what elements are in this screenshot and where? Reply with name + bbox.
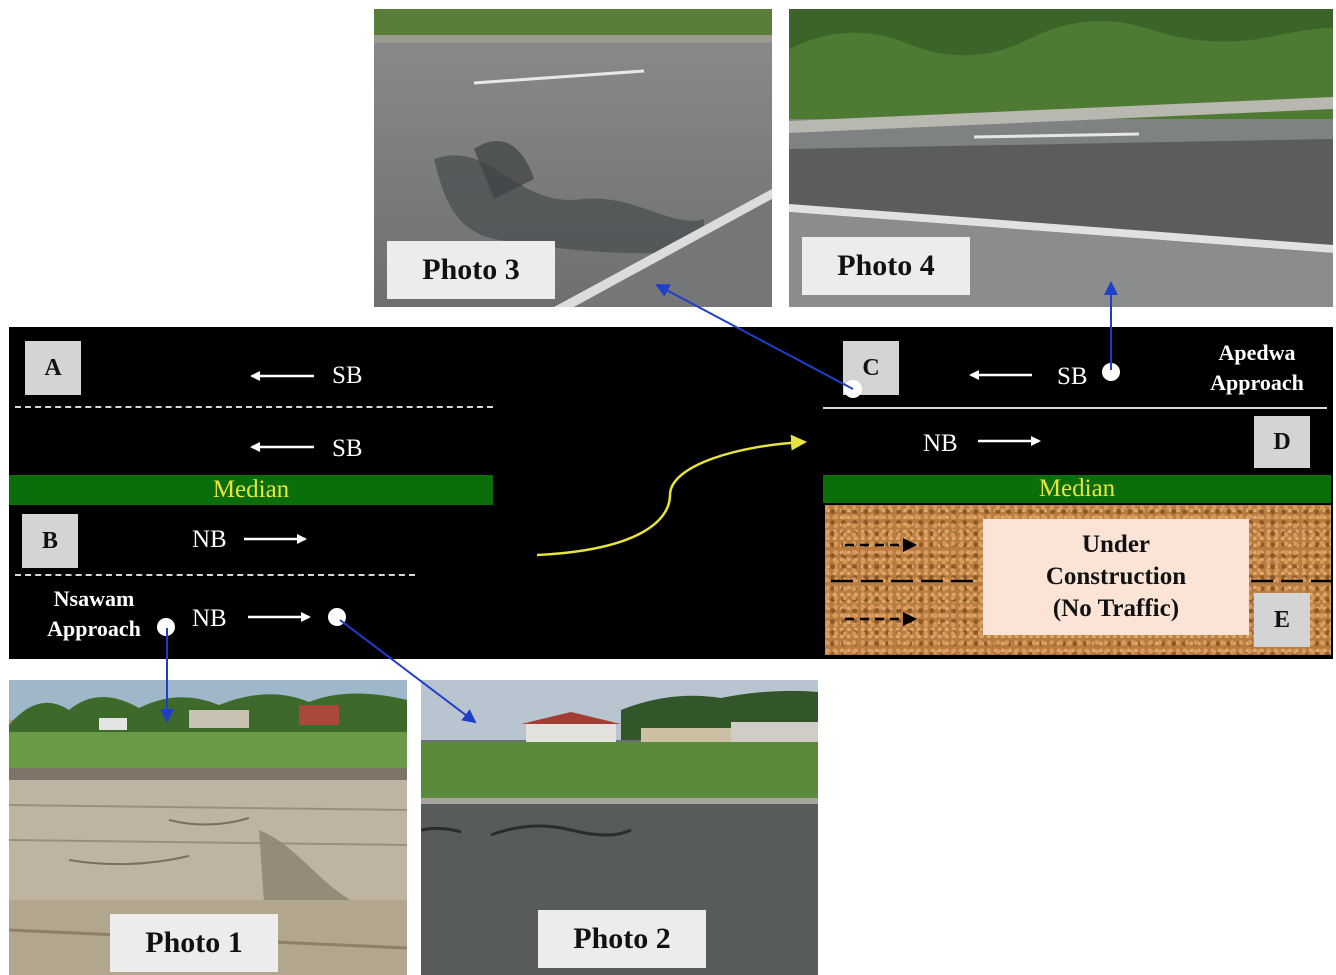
construction-line-2: Construction bbox=[1045, 563, 1187, 590]
left-nb-lane-2-label: NB bbox=[192, 605, 227, 632]
left-nb-lane-1-label: NB bbox=[192, 526, 227, 553]
photo-2-location-point bbox=[328, 608, 346, 626]
photo-3: Photo 3 bbox=[374, 9, 772, 307]
nsawam-approach-line-2: Approach bbox=[47, 616, 141, 641]
photo-3-label: Photo 3 bbox=[387, 241, 555, 299]
construction-line-1: Under bbox=[1081, 531, 1151, 558]
right-nb-lane-label: NB bbox=[923, 430, 958, 457]
nsawam-approach-point bbox=[157, 618, 175, 636]
apedwa-approach-line-2: Approach bbox=[1210, 370, 1304, 395]
section-e-box: E bbox=[1254, 593, 1310, 647]
section-b-box: B bbox=[22, 514, 78, 568]
construction-area: Under Construction (No Traffic) E bbox=[825, 505, 1331, 655]
left-lane-divider-top bbox=[15, 406, 493, 408]
section-d-box: D bbox=[1254, 416, 1310, 468]
right-lane-divider bbox=[823, 407, 1327, 409]
photo-2-label: Photo 2 bbox=[538, 910, 706, 968]
nsawam-approach-line-1: Nsawam bbox=[53, 586, 135, 611]
under-construction-label: Under Construction (No Traffic) bbox=[983, 519, 1249, 635]
photo-4: Photo 4 bbox=[789, 9, 1333, 307]
photo-4-label: Photo 4 bbox=[802, 237, 970, 295]
apedwa-approach-line-1: Apedwa bbox=[1218, 340, 1296, 365]
road-schematic: A SB SB Median B NB Nsawam Approach NB C… bbox=[9, 327, 1333, 659]
photo-1-label: Photo 1 bbox=[110, 914, 278, 972]
nsawam-approach-label: Nsawam Approach bbox=[35, 584, 153, 644]
section-a-box: A bbox=[25, 341, 81, 395]
left-sb-lane-1-label: SB bbox=[332, 362, 363, 389]
construction-markings bbox=[831, 538, 1331, 626]
left-sb-lane-2-label: SB bbox=[332, 435, 363, 462]
right-median: Median bbox=[823, 475, 1331, 503]
right-sb-lane-label: SB bbox=[1057, 363, 1088, 390]
apedwa-approach-label: Apedwa Approach bbox=[1192, 338, 1322, 398]
photo-1: Photo 1 bbox=[9, 680, 407, 975]
photo-4-location-point bbox=[1102, 363, 1120, 381]
photo-1-image bbox=[9, 680, 407, 975]
construction-line-3: (No Traffic) bbox=[1052, 595, 1180, 622]
photo-3-location-point bbox=[844, 380, 862, 398]
photo-2: Photo 2 bbox=[421, 680, 818, 975]
left-lane-divider-bottom bbox=[15, 574, 415, 576]
left-median: Median bbox=[9, 475, 493, 505]
